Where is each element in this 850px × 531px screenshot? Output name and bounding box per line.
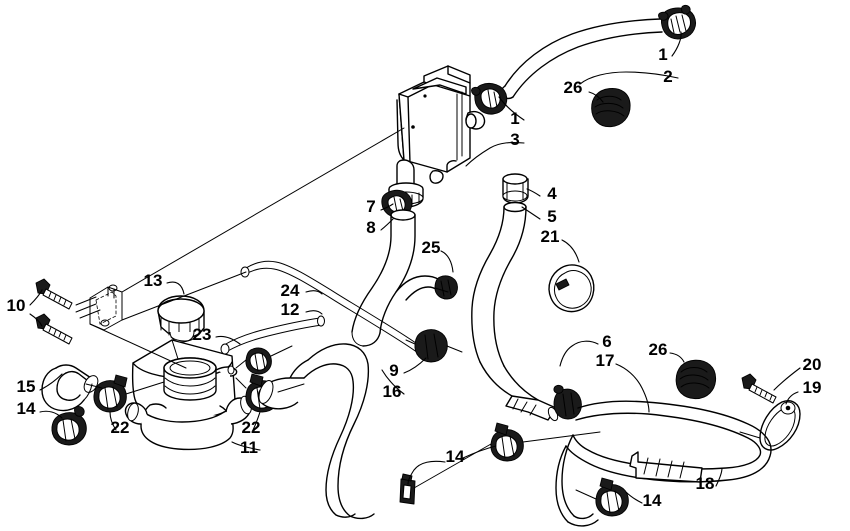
- callout-21: 21: [541, 227, 560, 246]
- hose-clamp-1-tank: [471, 83, 508, 115]
- callout-19: 19: [803, 378, 822, 397]
- spring-coil-26-upper: [591, 88, 631, 128]
- hose-16-collar: [257, 377, 299, 410]
- mounting-bolts-10: [35, 278, 73, 345]
- hose-clamp-1-upper: [658, 4, 696, 40]
- cable-clip-14-right: [595, 477, 629, 517]
- callout-26-upper: 26: [564, 78, 583, 97]
- callout-1-tank: 1: [510, 109, 519, 128]
- callout-16: 16: [383, 382, 402, 401]
- connector-pipe-6: [505, 395, 559, 422]
- spring-clamp-9: [414, 329, 448, 363]
- callout-17: 17: [596, 351, 615, 370]
- callout-20: 20: [803, 355, 822, 374]
- hose-5-right: [471, 201, 539, 401]
- upper-radiator-hose: [499, 18, 670, 100]
- callout-12: 12: [281, 300, 300, 319]
- callout-13: 13: [144, 271, 163, 290]
- hose-retaining-clip-19: [759, 400, 801, 451]
- callout-10: 10: [7, 296, 26, 315]
- callout-14-right: 14: [643, 491, 662, 510]
- callout-18: 18: [696, 474, 715, 493]
- lower-hose-17-18: [555, 400, 772, 527]
- leader-lines: [29, 31, 801, 504]
- hose-fitting-4: [502, 173, 529, 204]
- callout-labels: 1 2 26 1 3 4 5 7 8 21 25 10 13 24 12 23 …: [7, 45, 822, 510]
- clamp-22-left: [93, 374, 128, 413]
- part-link-lines: [85, 127, 761, 500]
- spring-clamp-6: [553, 384, 582, 420]
- hose-clamp-ring-21: [548, 264, 595, 313]
- callout-11: 11: [240, 438, 258, 457]
- callout-2: 2: [663, 67, 672, 86]
- reservoir-cap-13: [157, 295, 205, 343]
- callout-7: 7: [366, 197, 375, 216]
- callout-5: 5: [547, 207, 556, 226]
- callout-8: 8: [366, 218, 375, 237]
- clamp-23: [245, 347, 272, 375]
- spring-clamp-25: [434, 275, 458, 300]
- long-lower-hose-16: [289, 343, 375, 520]
- mounting-bracket: [75, 284, 123, 331]
- elbow-hose-15: [41, 364, 99, 412]
- callout-14-elbow: 14: [17, 399, 36, 418]
- callout-14-mid: 14: [446, 447, 465, 466]
- callout-22-left: 22: [111, 418, 130, 437]
- callout-26-lower: 26: [649, 340, 668, 359]
- bracket-bolt-20: [741, 373, 777, 404]
- callout-22-right: 22: [242, 418, 261, 437]
- callout-6: 6: [602, 332, 611, 351]
- spring-coil-26-lower: [675, 359, 717, 400]
- cable-clip-14-left: [399, 473, 416, 505]
- cable-clip-14-mid: [490, 422, 524, 462]
- callout-24: 24: [281, 281, 300, 300]
- vent-tube-24: [240, 260, 425, 357]
- callout-9: 9: [389, 361, 398, 380]
- hose-8-center-left: [351, 209, 416, 347]
- callout-4: 4: [547, 184, 557, 203]
- vent-tube-12: [220, 315, 325, 355]
- callout-25: 25: [422, 238, 441, 257]
- clamp-14-elbow: [51, 406, 87, 446]
- callout-3: 3: [510, 130, 519, 149]
- radiator-tank-assembly: [396, 65, 486, 195]
- callout-1-upper: 1: [658, 45, 667, 64]
- callout-23: 23: [193, 325, 212, 344]
- callout-15: 15: [17, 377, 36, 396]
